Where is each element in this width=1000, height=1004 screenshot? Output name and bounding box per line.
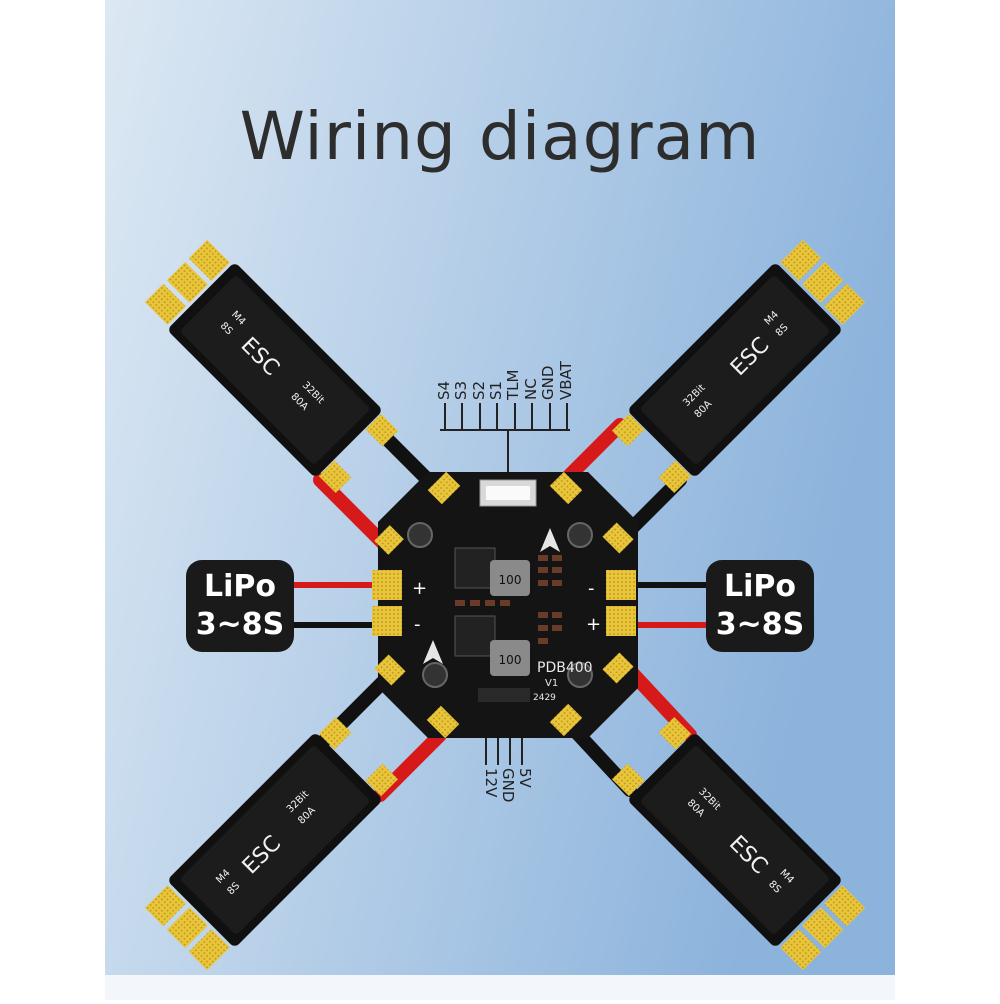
lipo-right-label: LiPo [724, 569, 796, 604]
esc-heatsink [181, 746, 369, 934]
battery-pad-left-neg [372, 606, 402, 636]
mount-hole-bl [422, 662, 448, 688]
pad-motor-bl-neg [374, 654, 406, 686]
pin-label-12v: 12V [482, 768, 500, 798]
sign-right-plus: + [586, 614, 601, 635]
inductor-1 [490, 560, 530, 596]
inductor-2 [490, 640, 530, 676]
mount-hole-br [567, 662, 593, 688]
passive-components [455, 555, 562, 644]
esc-phase-pad-a [188, 239, 230, 281]
pad-motor-tl-pos [374, 525, 404, 555]
pad-motor-br-pos [602, 652, 634, 684]
pad-motor-bl-pos [426, 705, 460, 739]
esc-heatsink [641, 746, 829, 934]
esc-pad-pos [318, 716, 352, 750]
esc-phase-pad-c [144, 283, 186, 325]
esc-phase-pad-a [780, 239, 822, 281]
battery-pad-right-pos [606, 606, 636, 636]
signal-harness [440, 403, 570, 482]
pin-label-5v: 5V [516, 768, 534, 789]
wire-red-tl [313, 473, 392, 552]
inductor-2-label: 100 [499, 653, 522, 667]
signal-connector-slot [486, 486, 530, 500]
board-code: 2429 [533, 693, 556, 703]
esc-bottom-right: ESC 32Bit 80A M4 8S [611, 716, 866, 971]
esc-pad-neg [365, 413, 399, 447]
pin-label-vbat: VBAT [557, 360, 575, 400]
esc-phase-pad-c [144, 885, 186, 927]
lipo-battery-left: LiPo 3~8S [186, 560, 294, 652]
esc-pad-neg [365, 763, 399, 797]
sign-right-minus: - [588, 578, 595, 599]
pin-label-s2: S2 [470, 381, 488, 400]
pad-motor-tr-pos [549, 471, 583, 505]
esc-heatsink [181, 276, 369, 464]
esc-phase-pad-a [188, 929, 230, 971]
lipo-right-cells: 3~8S [715, 607, 805, 642]
regulator-ic-1 [454, 547, 496, 589]
pad-motor-br-neg [549, 703, 583, 737]
esc-bottom-left: ESC 32Bit 80A M4 8S [144, 716, 399, 971]
wire-red-tr [560, 418, 627, 485]
pin-label-gnd: GND [539, 366, 557, 400]
pdb-board: + - - + 100 100 [372, 471, 638, 739]
lipo-left-cells: 3~8S [195, 607, 285, 642]
esc-pad-pos [318, 460, 352, 494]
pin-label-power-gnd: GND [499, 768, 517, 802]
esc-phase-pad-b [166, 907, 208, 949]
page-title: Wiring diagram [239, 98, 761, 175]
mount-hole-tl [407, 522, 433, 548]
esc-top-right: ESC 32Bit 80A M4 8S [611, 239, 866, 494]
pin-label-nc: NC [522, 378, 540, 400]
regulator-ic-2 [454, 615, 496, 657]
mount-hole-tr [567, 522, 593, 548]
esc-heatsink [641, 276, 829, 464]
pin-label-tlm: TLM [504, 370, 522, 401]
pad-motor-tr-neg [602, 522, 634, 554]
arrow-mark-bottom [423, 640, 443, 664]
inductor-1-label: 100 [499, 573, 522, 587]
esc-pad-neg [658, 716, 692, 750]
esc-pad-neg [658, 460, 692, 494]
lipo-left-label: LiPo [204, 569, 276, 604]
power-labels: 5V GND 12V [482, 768, 534, 802]
esc-top-left: ESC 32Bit 80A M4 8S [144, 239, 399, 494]
pad-motor-tl-neg [427, 471, 461, 505]
esc-phase-pad-b [166, 261, 208, 303]
pin-label-s4: S4 [435, 381, 453, 400]
pin-label-s3: S3 [452, 381, 470, 400]
board-model: PDB400 [537, 660, 593, 676]
battery-pad-left-pos [372, 570, 402, 600]
board-version: V1 [545, 678, 558, 689]
esc-phase-pad-a [824, 885, 866, 927]
lipo-battery-right: LiPo 3~8S [706, 560, 814, 652]
esc-pad-pos [611, 763, 645, 797]
arrow-mark-top [540, 528, 560, 552]
signal-labels: VBAT GND NC TLM S1 S2 S3 S4 [435, 360, 575, 401]
sign-left-plus: + [412, 578, 427, 599]
sign-left-minus: - [414, 614, 421, 635]
power-connector [478, 688, 530, 702]
pin-label-s1: S1 [487, 381, 505, 400]
esc-phase-pad-c [824, 283, 866, 325]
bottom-strip [105, 975, 895, 1000]
battery-pad-right-neg [606, 570, 636, 600]
esc-phase-pad-b [802, 907, 844, 949]
esc-phase-pad-b [802, 261, 844, 303]
esc-phase-pad-c [780, 929, 822, 971]
esc-pad-pos [611, 413, 645, 447]
